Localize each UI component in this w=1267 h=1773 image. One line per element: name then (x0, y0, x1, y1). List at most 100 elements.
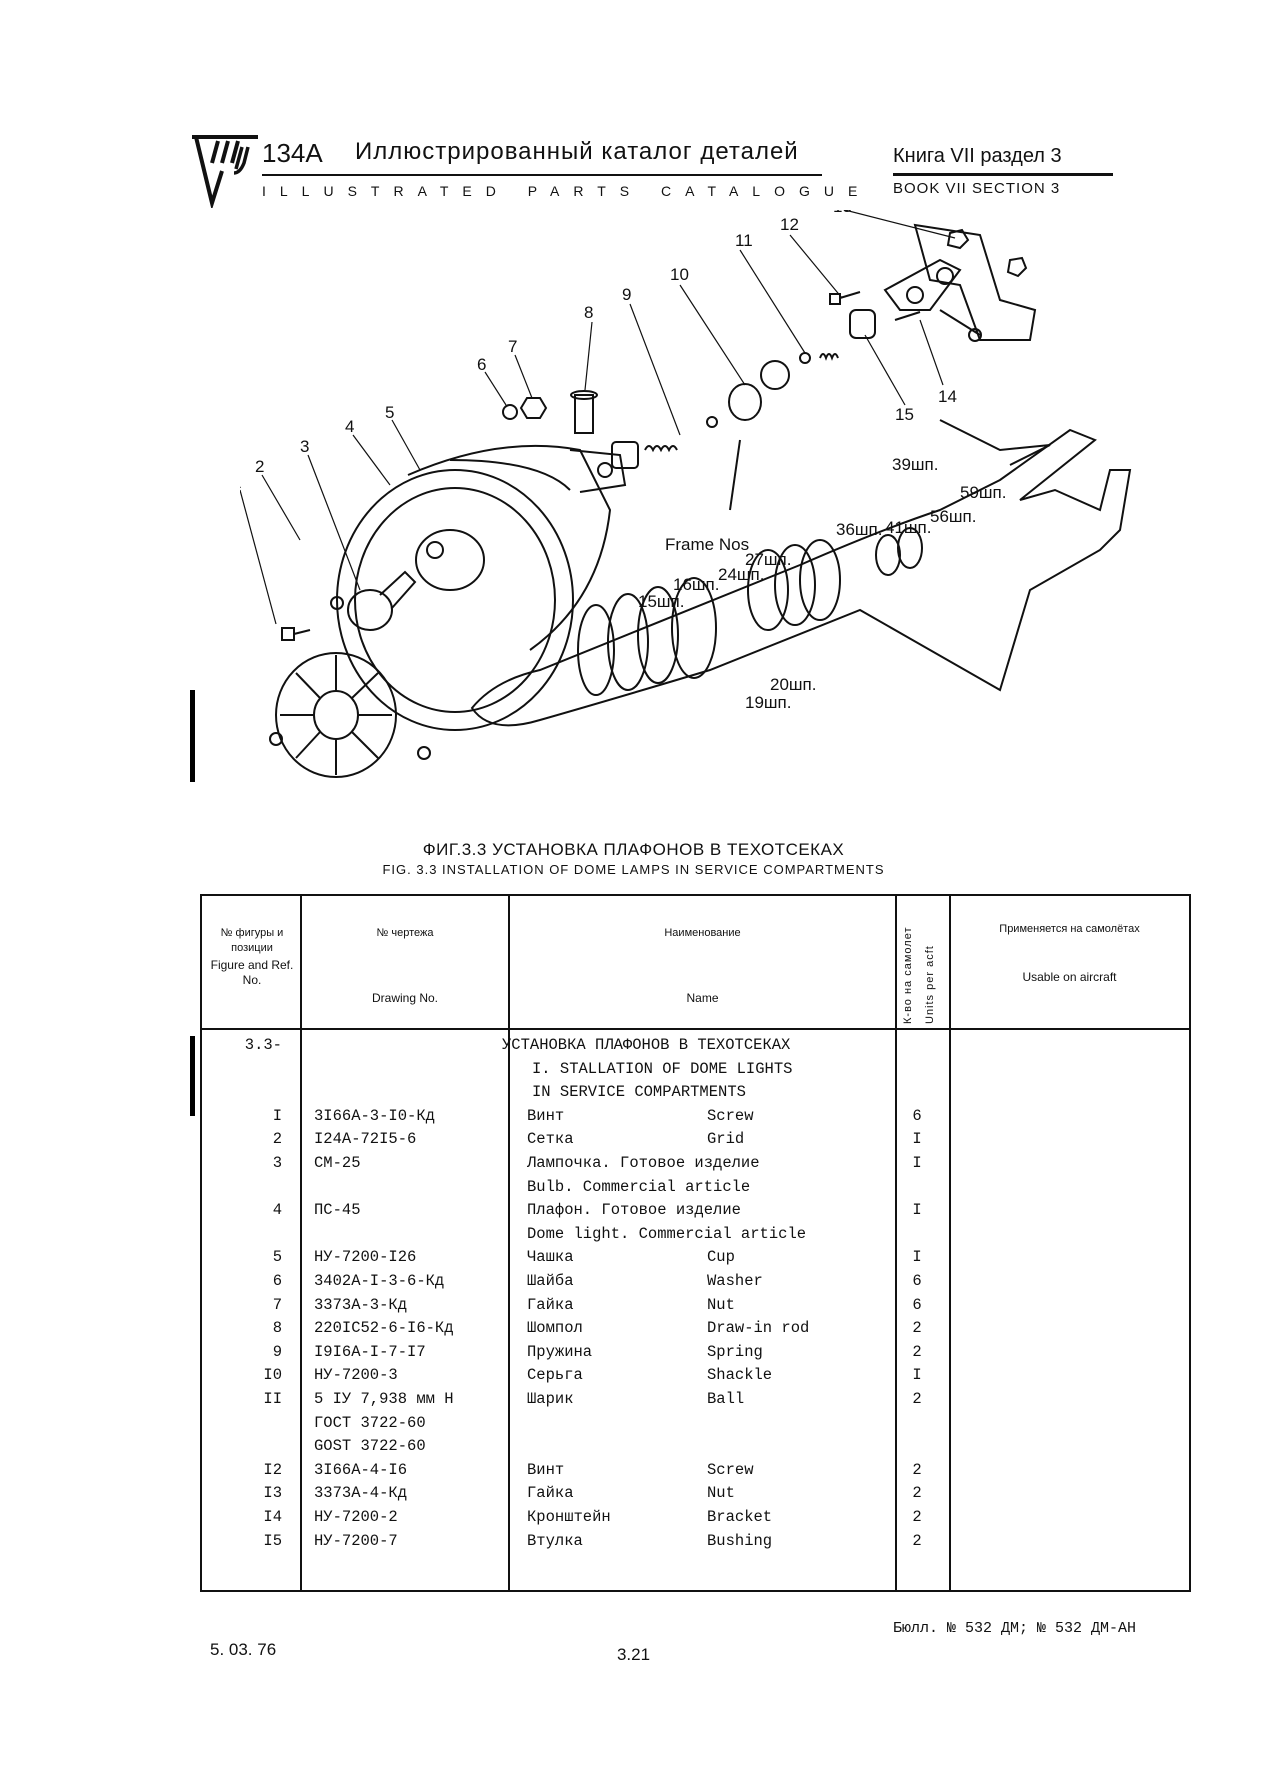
ref-cell: I3 (263, 1484, 282, 1503)
callout-11: 11 (735, 231, 753, 250)
name-en-cell: Spring (707, 1342, 763, 1361)
name-en-cell: Shackle (707, 1366, 773, 1385)
name-ru-cell: Серьга (527, 1366, 583, 1385)
quantity-cell: 6 (912, 1272, 922, 1290)
header-drawing-ru: № чертежа (376, 927, 434, 939)
dome-lamp-part (336, 469, 574, 731)
quantity-cell: 2 (912, 1342, 922, 1361)
callout-8: 8 (584, 303, 593, 322)
name-ru-cell: Винт (527, 1106, 565, 1125)
frame-nos-label: Frame Nos (665, 535, 749, 554)
figure-caption-en: FIG. 3.3 INSTALLATION OF DOME LAMPS IN S… (382, 862, 885, 877)
callout-15: 15 (895, 405, 914, 424)
name-ru-cell: Гайка (527, 1484, 574, 1503)
drawing-cell: 3373A-4-Кд (314, 1484, 408, 1503)
ref-cell: 9 (272, 1342, 282, 1361)
figure-caption-ru: ФИГ.3.3 УСТАНОВКА ПЛАФОНОВ В ТЕХОТСЕКАХ (422, 840, 845, 859)
drawing-cell: НУ-7200-I26 (314, 1248, 417, 1267)
name-en-cell: Cup (707, 1248, 735, 1267)
callout-5: 5 (385, 403, 394, 422)
header-units-en: Units per acft (924, 945, 936, 1024)
callout-3: 3 (300, 437, 309, 456)
ref-cell: 3 (272, 1154, 282, 1172)
name-ru-cell: Шомпол (527, 1319, 583, 1338)
catalogue-title-ru: Иллюстрированный каталог деталей (355, 138, 799, 165)
page-number: 3.21 (616, 1645, 651, 1664)
aircraft-outline (470, 419, 1132, 727)
header-rule (262, 174, 822, 176)
quantity-cell: I (912, 1130, 922, 1149)
ref-cell: 2 (272, 1130, 282, 1149)
quantity-cell: I (912, 1201, 922, 1220)
callout-13: 13 (833, 210, 852, 216)
drawing-cell: 5 IУ 7,938 мм Н (314, 1390, 454, 1408)
table-row: Bulb. Commercial article (202, 1178, 1189, 1202)
table-row: IN SERVICE COMPARTMENTS (202, 1083, 1189, 1107)
quantity-cell: 2 (912, 1460, 922, 1479)
column-divider (895, 896, 897, 1590)
exploded-view-figure: 1 2 3 4 5 6 7 8 9 10 11 12 13 14 15 Fram… (240, 210, 1132, 778)
ref-cell: I0 (263, 1366, 282, 1385)
name-ru-cell: Dome light. Commercial article (527, 1224, 807, 1243)
drawing-cell: GOST 3722-60 (314, 1437, 426, 1456)
quantity-cell: 2 (912, 1390, 922, 1408)
name-ru-cell: Втулка (527, 1531, 583, 1550)
drawing-cell: 3402A-I-3-6-Кд (314, 1272, 445, 1290)
frame-20: 20шп. (770, 675, 816, 694)
header-ref-ru: № фигуры и позиции (220, 927, 284, 954)
drawing-cell: ПС-45 (314, 1201, 361, 1220)
table-row: I. STALLATION OF DOME LIGHTS (202, 1060, 1189, 1084)
name-ru-cell: Плафон. Готовое изделие (527, 1201, 741, 1220)
name-ru-cell: Гайка (527, 1295, 574, 1314)
name-en-cell: Washer (707, 1272, 763, 1290)
frame-15: 15шп. (638, 592, 684, 611)
frame-24: 24шп. (718, 565, 764, 584)
table-row: Dome light. Commercial article (202, 1225, 1189, 1249)
name-en-cell: Screw (707, 1460, 754, 1479)
header-usable-ru: Применяется на самолётах (999, 923, 1140, 935)
table-row: 3.3-УСТАНОВКА ПЛАФОНОВ В ТЕХОТСЕКАХ (202, 1036, 1189, 1060)
name-ru-cell: Сетка (527, 1130, 574, 1149)
change-bar (190, 1036, 195, 1116)
drawing-cell: НУ-7200-2 (314, 1508, 398, 1526)
frame-16: 16шп. (673, 575, 719, 594)
drawing-cell: НУ-7200-3 (314, 1366, 398, 1385)
callout-12: 12 (780, 215, 799, 234)
callout-4: 4 (345, 417, 354, 436)
name-ru-cell: Пружина (527, 1342, 593, 1361)
bulb-part (347, 570, 417, 631)
manufacturer-logo (192, 135, 258, 208)
quantity-cell: 2 (912, 1484, 922, 1503)
name-ru-cell: Чашка (527, 1248, 574, 1267)
name-en-cell: Draw-in rod (707, 1319, 810, 1338)
quantity-cell: 6 (912, 1106, 922, 1125)
header-rule-right (893, 173, 1113, 176)
header-name-ru: Наименование (664, 927, 741, 939)
drawing-cell: 3I66A-4-I6 (314, 1460, 408, 1479)
cup-part (407, 444, 627, 651)
ref-cell: I2 (263, 1460, 282, 1479)
callout-1: 1 (240, 473, 241, 492)
frame-41: 41шп. (885, 518, 931, 537)
book-section-ru: Книга VII раздел 3 (893, 145, 1062, 167)
ref-cell: I5 (263, 1531, 282, 1550)
name-en-cell: Bushing (707, 1531, 773, 1550)
header-usable-en: Usable on aircraft (1022, 970, 1117, 984)
name-ru-cell: Bulb. Commercial article (527, 1177, 751, 1196)
callout-7: 7 (508, 337, 517, 356)
name-en-cell: Bracket (707, 1508, 773, 1526)
header-divider (202, 1028, 1189, 1030)
frame-27: 27шп. (745, 550, 791, 569)
frame-39: 39шп. (892, 455, 938, 474)
header-ref-en: Figure and Ref. No. (210, 958, 294, 987)
